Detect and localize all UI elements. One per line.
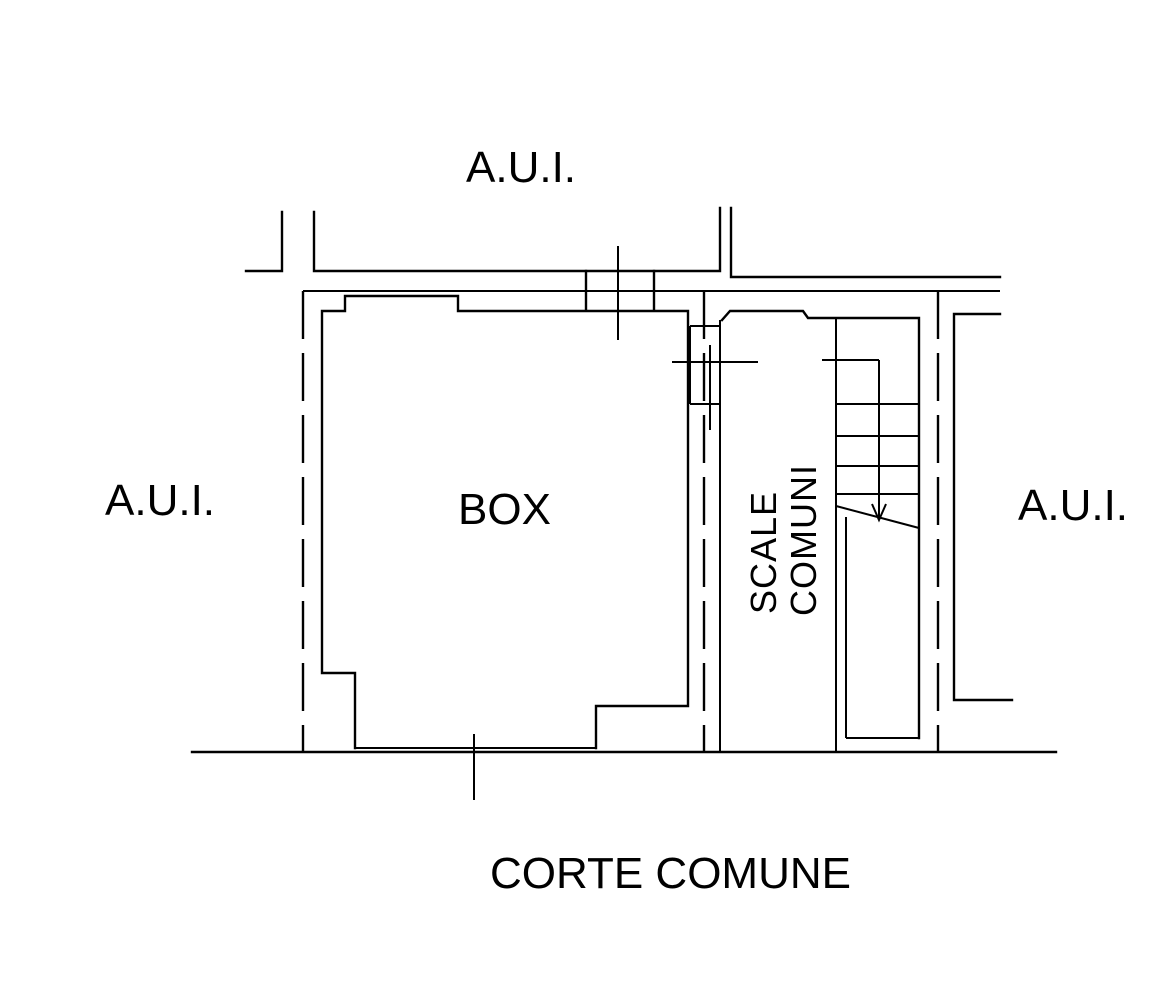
label-aui-top: A.U.I. xyxy=(466,143,576,192)
right-wall xyxy=(952,312,1014,702)
column-block xyxy=(575,246,665,340)
top-walls xyxy=(244,206,1002,279)
label-box: BOX xyxy=(458,485,551,534)
corridor-column xyxy=(672,325,758,430)
label-scale: SCALE xyxy=(743,491,784,614)
staircase xyxy=(720,309,921,752)
label-aui-left: A.U.I. xyxy=(105,476,215,525)
label-aui-right: A.U.I. xyxy=(1018,481,1128,530)
outer-boundary xyxy=(301,290,1000,752)
label-comuni: COMUNI xyxy=(783,464,824,616)
label-corte-comune: CORTE COMUNE xyxy=(490,849,851,898)
box-room xyxy=(320,294,690,800)
